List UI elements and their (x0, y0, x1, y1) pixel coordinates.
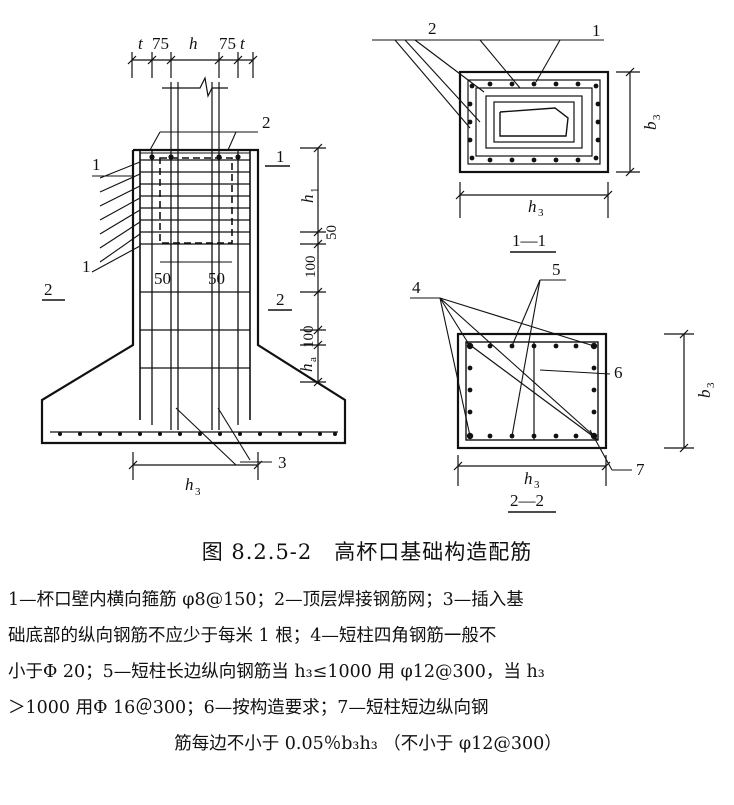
dim-h3-sec1: h (528, 197, 537, 216)
foundation-reinforcement-drawing: t 75 h 75 t 2 1 1 1 2 2 50 50 3 h 3 h 1 … (40, 19, 717, 513)
dim-ha-sub: a (307, 357, 319, 362)
dim-h1: h (298, 195, 317, 204)
dim-75-right: 75 (219, 34, 236, 53)
dim-h: h (189, 34, 198, 53)
dim-b3-sec1-sub: 3 (651, 114, 663, 120)
legend-line-3: 小于Φ 20；5—短柱长边纵向钢筋当 h₃≤1000 用 φ12@300，当 h… (8, 662, 545, 682)
section-2-2-view (410, 279, 694, 513)
elevation-view (40, 52, 347, 480)
label-6: 6 (614, 363, 623, 382)
dim-h3-sec1-sub: 3 (538, 207, 544, 219)
dim-50-right: 50 (208, 269, 225, 288)
label-4: 4 (412, 278, 421, 297)
label-2-top: 2 (428, 19, 437, 38)
label-3: 3 (278, 453, 287, 472)
section-2-2-labels: 4 5 6 7 h 3 b 3 2—2 (412, 260, 717, 510)
dim-100-vert-bottom: 100 (301, 326, 317, 349)
dim-75-left: 75 (152, 34, 169, 53)
legend-line-5: 筋每边不小于 0.05％b₃h₃ （不小于 φ12@300） (174, 734, 562, 754)
section-2-right: 2 (276, 290, 285, 309)
label-2-mesh: 2 (262, 113, 271, 132)
dim-h3-elev: h (185, 475, 194, 494)
label-1-top: 1 (592, 21, 601, 40)
dim-b3-sec2: b (695, 390, 714, 399)
dim-h3-sec2: h (524, 469, 533, 488)
dim-t-left: t (138, 34, 144, 53)
legend-line-1: 1—杯口壁内横向箍筋 φ8@150；2—顶层焊接钢筋网；3—插入基 (8, 590, 524, 610)
section-2-2-title: 2—2 (510, 491, 544, 510)
label-1-stirrup: 1 (82, 257, 91, 276)
dim-50-vert: 50 (324, 225, 340, 240)
figure-caption: 图 8.2.5-2 高杯口基础构造配筋 (201, 540, 533, 564)
dim-b3-sec1: b (641, 122, 660, 131)
label-5: 5 (552, 260, 561, 279)
legend-line-4: ＞1000 用Φ 16＠300；6—按构造要求；7—短柱短边纵向钢 (8, 698, 489, 718)
elevation-labels: t 75 h 75 t 2 1 1 1 2 2 50 50 3 h 3 h 1 … (44, 34, 340, 498)
section-1-1-labels: 2 1 h 3 b 3 1—1 (428, 19, 663, 250)
figure-legend: 1—杯口壁内横向箍筋 φ8@150；2—顶层焊接钢筋网；3—插入基 础底部的纵向… (8, 582, 728, 762)
dim-h3-sec2-sub: 3 (534, 479, 540, 491)
dim-b3-sec2-sub: 3 (705, 382, 717, 388)
dim-h3-elev-sub: 3 (195, 486, 201, 498)
label-7: 7 (636, 460, 645, 479)
section-1-left: 1 (92, 155, 101, 174)
dim-ha: h (297, 364, 316, 373)
dim-h1-sub: 1 (309, 188, 321, 194)
section-1-right: 1 (276, 147, 285, 166)
dim-50-left: 50 (154, 269, 171, 288)
section-1-1-title: 1—1 (512, 231, 546, 250)
section-1-1-view (372, 39, 640, 253)
legend-line-2: 础底部的纵向钢筋不应少于每米 1 根；4—短柱四角钢筋一般不 (8, 626, 497, 646)
dim-t-right: t (240, 34, 246, 53)
dim-100-vert-top: 100 (303, 256, 319, 279)
section-2-left: 2 (44, 280, 53, 299)
